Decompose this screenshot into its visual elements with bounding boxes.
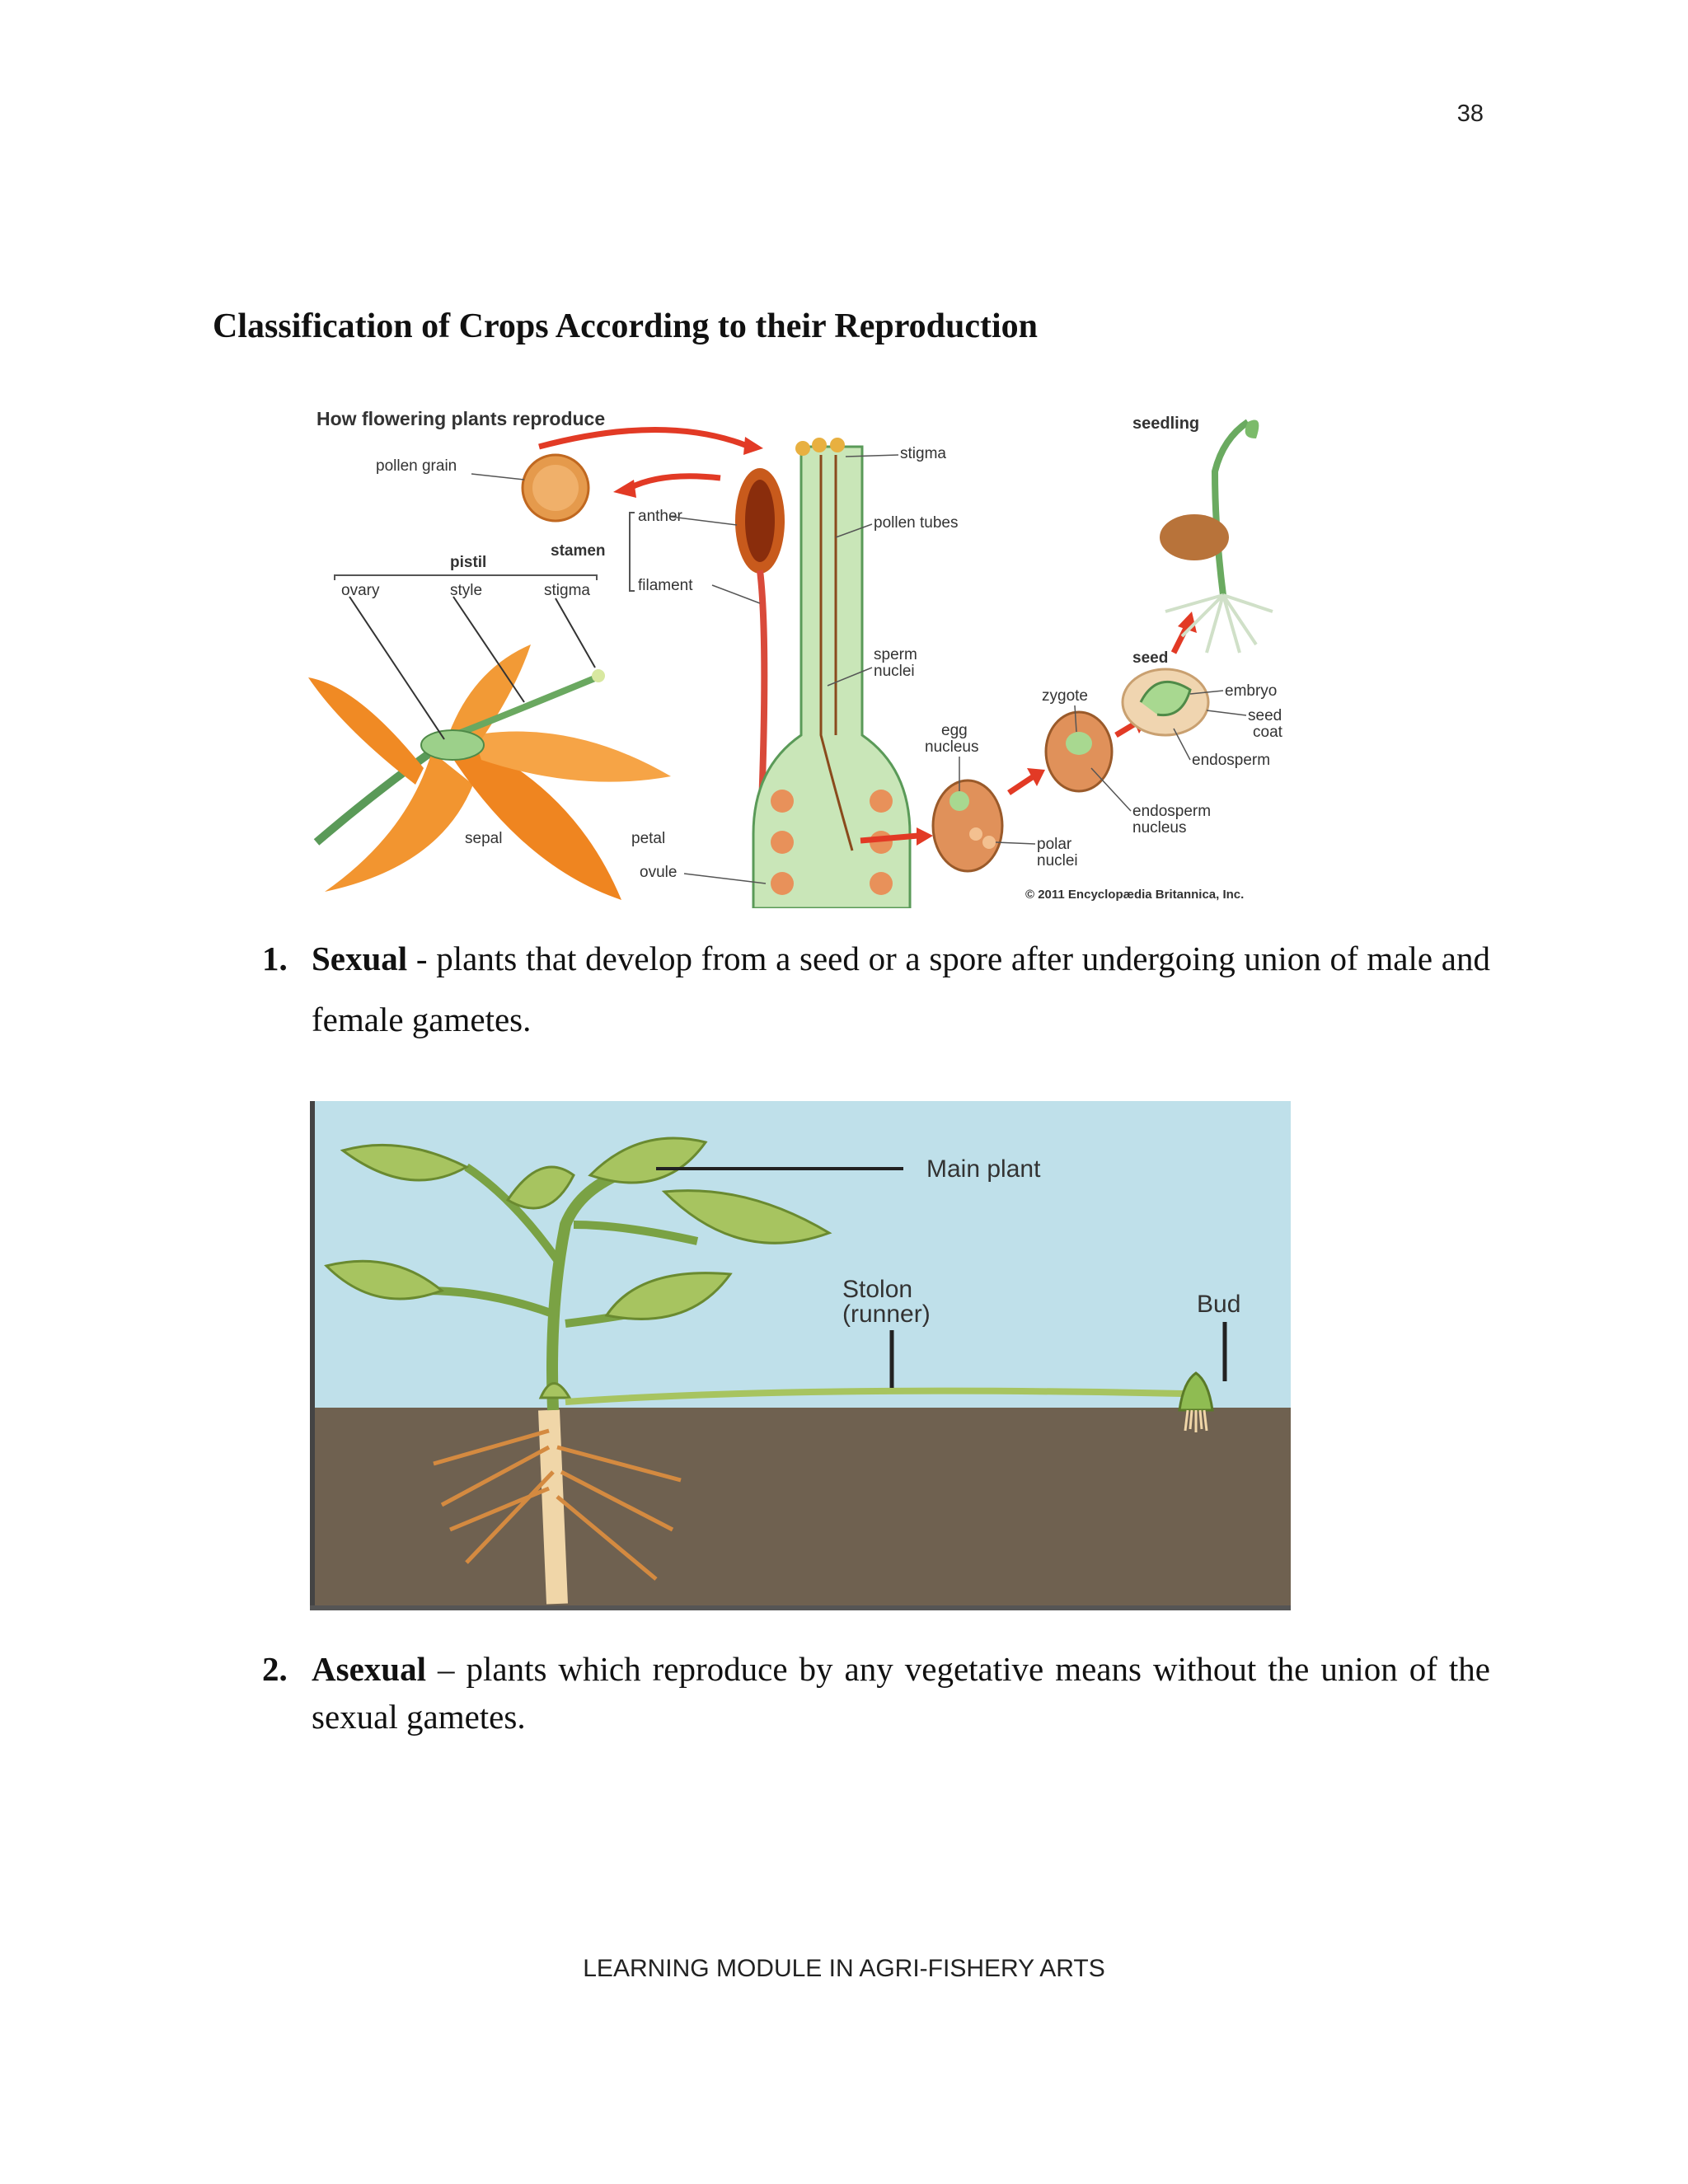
label-zygote: zygote: [1042, 687, 1088, 705]
seedling-shape: [1160, 420, 1273, 654]
label-egg: egg: [941, 722, 968, 739]
ovule-shape: [870, 872, 893, 895]
pistil-bracket: [335, 575, 597, 580]
flower-reproduction-figure: How flowering plants reproduce seedling …: [308, 405, 1306, 908]
label-petal: petal: [631, 830, 665, 847]
page-heading: Classification of Crops According to the…: [213, 307, 1038, 346]
stigma-tip: [592, 669, 605, 682]
leader-line: [1207, 710, 1246, 715]
term-sexual: Sexual: [312, 940, 407, 977]
label-endosperm-nucleus: endosperm: [1132, 803, 1211, 820]
label-seed-coat: seed: [1248, 707, 1282, 724]
label-anther: anther: [638, 508, 683, 525]
leader-line: [1091, 768, 1131, 811]
stamen-bracket: [630, 513, 635, 591]
label-stigma-top: stigma: [900, 445, 946, 462]
arrow-head-icon: [613, 480, 636, 498]
label-runner: (runner): [842, 1301, 931, 1328]
list-item-sexual: 1. Sexual - plants that develop from a s…: [262, 928, 1490, 1050]
label-ovary: ovary: [341, 582, 380, 599]
egg-nucleus-shape: [950, 791, 969, 811]
flower-reproduction-diagram: How flowering plants reproduce seedling …: [308, 405, 1306, 908]
definition-sexual: - plants that develop from a seed or a s…: [312, 940, 1490, 1038]
soil-background: [310, 1408, 1291, 1610]
page-footer: LEARNING MODULE IN AGRI-FISHERY ARTS: [0, 1955, 1688, 1983]
polar-nucleus-shape: [969, 827, 982, 841]
ovule-shape: [870, 790, 893, 813]
term-asexual: Asexual: [312, 1650, 426, 1688]
ovule-shape: [771, 831, 794, 854]
label-endosperm-nucleus-2: nucleus: [1132, 819, 1187, 837]
label-nucleus: nucleus: [925, 738, 979, 756]
stigma-lobe: [812, 438, 827, 452]
list-number: 2.: [262, 1645, 288, 1693]
stigma-lobe: [830, 438, 845, 452]
leader-line: [712, 585, 760, 603]
figure1-credit: © 2011 Encyclopædia Britannica, Inc.: [1025, 888, 1244, 902]
label-polar: polar: [1037, 836, 1072, 853]
label-stolon: Stolon: [842, 1276, 912, 1303]
label-sperm: sperm: [874, 646, 917, 663]
arrow-to-stigma: [539, 429, 745, 447]
leader-line: [556, 598, 595, 668]
page-number: 38: [1457, 101, 1484, 128]
label-style: style: [450, 582, 482, 599]
seedling-seed-remnant: [1160, 514, 1229, 560]
label-bud: Bud: [1197, 1291, 1240, 1318]
definition-asexual: – plants which reproduce by any vegetati…: [312, 1650, 1490, 1736]
leader-line: [471, 474, 524, 480]
label-ovule: ovule: [640, 864, 677, 881]
anther-core: [745, 480, 775, 562]
ovule-shape: [771, 872, 794, 895]
label-stamen: stamen: [551, 542, 606, 560]
ovary-shape: [421, 730, 484, 760]
fertilized-ovule: [933, 780, 1002, 871]
label-seedling: seedling: [1132, 415, 1199, 433]
seedling-stem: [1215, 422, 1248, 595]
label-endosperm: endosperm: [1192, 752, 1270, 769]
pollen-grain-core: [532, 465, 579, 511]
polar-nucleus-shape: [982, 836, 996, 849]
stolon-diagram: Main plant Stolon (runner) Bud: [310, 1101, 1291, 1610]
stigma-lobe: [795, 441, 810, 456]
label-embryo: embryo: [1225, 682, 1277, 700]
label-pollen-grain: pollen grain: [376, 457, 457, 475]
list-item-asexual: 2. Asexual – plants which reproduce by a…: [262, 1645, 1490, 1741]
list-number: 1.: [262, 928, 288, 989]
label-nuclei: nuclei: [874, 663, 915, 680]
label-seed-coat-2: coat: [1253, 724, 1283, 741]
label-filament: filament: [638, 577, 693, 594]
stolon-figure: Main plant Stolon (runner) Bud: [310, 1101, 1291, 1610]
label-sepal: sepal: [465, 830, 502, 847]
ovule-shape: [771, 790, 794, 813]
arrow-head-icon: [743, 437, 763, 455]
label-stigma: stigma: [544, 582, 590, 599]
label-main-plant: Main plant: [926, 1155, 1041, 1183]
label-pollen-tubes: pollen tubes: [874, 514, 958, 532]
arrow-to-pollen: [630, 476, 720, 488]
label-pistil: pistil: [450, 554, 486, 571]
lily-flower: [308, 597, 671, 900]
figure1-title: How flowering plants reproduce: [316, 408, 605, 429]
zygote-shape: [1066, 732, 1092, 755]
leader-line: [996, 842, 1035, 844]
label-seed: seed: [1132, 649, 1168, 667]
sequence-arrow: [1009, 776, 1034, 793]
label-polar-nuclei: nuclei: [1037, 852, 1078, 869]
taproot: [549, 1410, 557, 1604]
petal-shape: [308, 677, 424, 785]
arrow-head-icon: [917, 827, 933, 846]
